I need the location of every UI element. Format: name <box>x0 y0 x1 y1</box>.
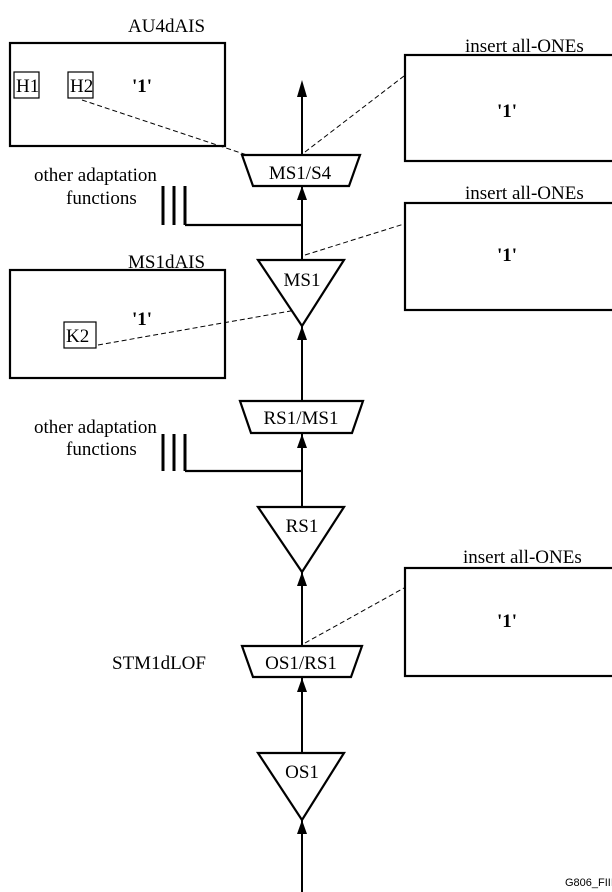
insert-top-title: insert all-ONEs <box>465 36 584 57</box>
block-rs1-ms1-label: RS1/MS1 <box>264 408 339 429</box>
block-os1-rs1-label: OS1/RS1 <box>265 653 337 674</box>
arrowhead-rs1ms1-in <box>297 434 307 448</box>
ms1dais-label: MS1dAIS <box>128 252 205 273</box>
adapt-lower-line2: functions <box>66 439 137 460</box>
dash-os1rs1-to-insert-bottom <box>304 587 405 644</box>
dash-k2-to-ms1 <box>97 308 303 346</box>
block-os1-rs1 <box>240 644 364 679</box>
k2-label: K2 <box>66 326 89 347</box>
dash-ms1-to-insert-mid <box>304 223 405 256</box>
adapt-lower-line1: other adaptation <box>34 417 157 438</box>
adapt-upper-line1: other adaptation <box>34 165 157 186</box>
insert-mid-box <box>403 201 612 312</box>
block-rs1-label: RS1 <box>286 516 319 537</box>
insert-bottom-box <box>403 566 612 678</box>
h1-cell <box>13 71 40 99</box>
k2-cell <box>63 321 97 349</box>
arrowhead-rs1-in <box>297 572 307 586</box>
h1-label: H1 <box>16 76 39 97</box>
block-rs1 <box>255 505 347 574</box>
arrowhead-os1rs1-in <box>297 678 307 692</box>
h2-cell <box>67 71 94 99</box>
ms1dais-value: '1' <box>132 309 152 330</box>
adapt-upper-line2: functions <box>66 188 137 209</box>
stm1dlof-label: STM1dLOF <box>112 653 206 674</box>
block-ms1-s4-label: MS1/S4 <box>269 163 332 184</box>
dash-ms1s4-to-insert-top <box>304 75 405 153</box>
arrowhead-top <box>297 80 307 97</box>
block-os1 <box>255 751 346 823</box>
insert-bottom-title: insert all-ONEs <box>463 547 582 568</box>
block-os1-label: OS1 <box>285 762 319 783</box>
insert-bottom-value: '1' <box>497 611 517 632</box>
block-ms1-label: MS1 <box>284 270 321 291</box>
arrowhead-ms1s4-in <box>297 186 307 200</box>
block-ms1-s4 <box>240 153 362 188</box>
block-rs1-ms1 <box>238 399 365 435</box>
au4dais-label: AU4dAIS <box>128 16 205 37</box>
adapt-lower-connector <box>161 434 302 473</box>
insert-top-value: '1' <box>497 101 517 122</box>
au4dais-box <box>8 41 227 148</box>
arrowhead-os1-in <box>297 820 307 834</box>
arrowhead-ms1-in <box>297 326 307 340</box>
dash-h2-to-ms1s4 <box>81 99 257 159</box>
adapt-upper-connector <box>161 186 302 227</box>
ms1dais-box <box>8 268 227 380</box>
h2-label: H2 <box>70 76 93 97</box>
insert-mid-title: insert all-ONEs <box>465 183 584 204</box>
insert-mid-value: '1' <box>497 245 517 266</box>
insert-top-box <box>403 53 612 163</box>
block-ms1 <box>255 258 347 329</box>
figure-id: G806_FIII.3 <box>565 877 612 889</box>
au4dais-value: '1' <box>132 76 152 97</box>
